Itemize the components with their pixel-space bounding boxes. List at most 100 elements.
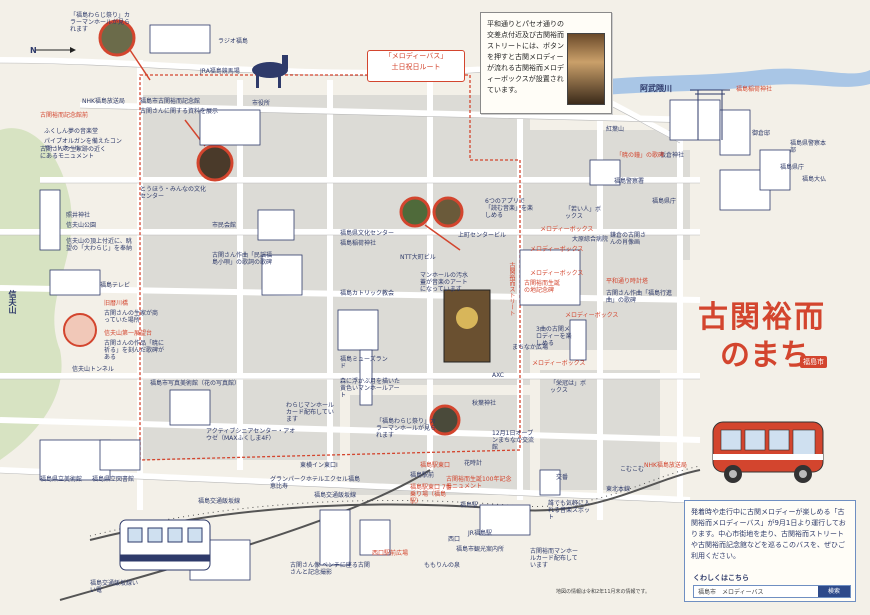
- melody-box-intro-photo: [567, 33, 605, 105]
- label-akiba: 秋葉神社: [472, 400, 497, 407]
- label-shinobu-park: 信夫山公園: [66, 222, 97, 229]
- label-shinobu-note: 信夫山の頂上付近に、眺望の「大わらじ」を奉納: [66, 238, 133, 252]
- label-tunnel: 信夫山トンネル: [72, 366, 114, 373]
- label-axc: AXC: [492, 372, 504, 379]
- label-ekimae: 福島駅前: [410, 472, 435, 479]
- label-nhk: NHK福島放送局: [82, 98, 125, 105]
- label-shiminkaikan: 市民会館: [212, 222, 237, 229]
- building-sketches: [39, 24, 791, 581]
- label-old-tower: 旧暦川橋: [104, 300, 129, 307]
- label-info8: 「福島わらじ祭り」カラーマンホールが見られます: [376, 418, 437, 439]
- label-fukushima-tv: 福島テレビ: [100, 282, 131, 289]
- label-old-tower-note: 古関さんの生家が商っていた場所: [104, 310, 159, 324]
- label-fukushima-concert: ふくしん夢の音楽堂: [44, 128, 99, 135]
- label-kotsu: 福島交通飯坂線: [314, 492, 357, 499]
- label-kosekistreet: 古関裕而ストリート: [508, 262, 515, 316]
- label-info7: 古関さんの生家跡の近くにあるモニュメント: [40, 146, 107, 160]
- label-momorin: ももりんの泉: [424, 562, 461, 569]
- railway: [59, 469, 701, 601]
- label-tower-center: 上町センタービル: [458, 232, 507, 239]
- melody-bus-panel: 発着時や走行中に古関メロディーが楽しめる「古関裕而メロディーバス」が9月1日より…: [684, 500, 856, 602]
- label-station: 福島駅: [460, 502, 479, 509]
- label-karaoke: 福島ミューズランド: [340, 356, 388, 370]
- horse-icon: [252, 55, 288, 88]
- panel-more-link[interactable]: くわしくはこちら: [693, 574, 749, 582]
- label-melody-box-2: メロディーボックス: [565, 312, 619, 319]
- compass-letter: N: [30, 46, 37, 55]
- label-melody-box-3: メロディーボックス: [532, 360, 586, 367]
- label-jr: JR福島駅: [468, 530, 492, 537]
- label-chuo-koen: まちなか広場: [512, 344, 549, 351]
- label-max: アクティブシニアセンター・アオウゼ（MAXふくしま4F）: [206, 428, 296, 442]
- label-police: 福島警察署: [614, 178, 645, 185]
- route-tag-line1: 「メロディーバス」: [384, 52, 448, 60]
- label-kotsu-station: 福島交通飯坂線: [198, 498, 241, 505]
- label-photo-museum: 福島市写真美術館（花の写真館）: [150, 380, 241, 387]
- label-concert-note: パイプオルガンを備えたコンサートホール: [44, 138, 122, 152]
- search-button[interactable]: 検索: [818, 586, 850, 597]
- label-horse-track: JRA福島競馬場: [200, 68, 240, 75]
- label-ntt: NTT大町ビル: [400, 254, 436, 261]
- label-info13: 古関裕而マンホールカード配布しています: [530, 548, 579, 569]
- label-info2: 3曲の古関メロディーを楽しめる: [536, 326, 572, 347]
- shrine-icon: [690, 89, 730, 140]
- label-art-museum: 福島県立美術館: [40, 476, 83, 483]
- label-melody-box-1: メロディーボックス: [540, 226, 594, 233]
- intro-box: 平和通りとパセオ通りの交差点付近及び古関裕而ストリートには、ボタンを押すと古関メ…: [480, 12, 612, 114]
- label-melody-box-5: メロディーボックス: [530, 270, 584, 277]
- label-shinobu-yama: 信夫山: [8, 290, 17, 314]
- label-ken: 福島県庁: [780, 164, 805, 171]
- label-kaiji: 花時計: [464, 460, 483, 467]
- logo-line2: のまち: [720, 338, 810, 373]
- search-box[interactable]: 福島市 メロディーバス 検索: [693, 585, 851, 598]
- label-nanmei: 12月1日オープンまちなか交流館: [492, 430, 535, 451]
- label-info6: 「栄冠は」ボックス: [550, 380, 587, 394]
- label-info9: 森に浮かぶ月を描いた黄色いマンホールアート: [340, 378, 401, 399]
- label-tomin: 福島大仏: [802, 176, 827, 183]
- label-hamawari: 阿武隈川: [640, 84, 672, 93]
- label-station-west: 西口: [448, 536, 461, 543]
- label-kouban: 交番: [556, 474, 569, 481]
- label-waraji-card: わらじマンホールカード配布しています: [286, 402, 335, 423]
- label-info5: 「若い人」ボックス: [565, 206, 602, 220]
- label-kami-cho: 大原綜合病院: [572, 236, 609, 243]
- label-radio-station: ラジオ福島: [218, 38, 248, 45]
- label-grandpalace: グランパークホテルエクセル福島恵比寿: [270, 476, 361, 490]
- logo-city-badge: 福島市: [800, 356, 827, 368]
- label-info10: 福島駅東口 7番乗り場（福島駅）: [410, 484, 452, 505]
- label-fukushima-inari: 福島稲荷神社: [736, 86, 773, 93]
- label-shiyakusho: 市役所: [252, 100, 271, 107]
- label-toyoko: 東横イン東口I: [300, 462, 338, 469]
- label-info4: 古関裕而生誕の地記念碑: [524, 280, 561, 294]
- label-info11: 誰でも気軽に入れる音楽スポット: [548, 500, 591, 521]
- label-shinsen: 「暁の鐘」の歌碑: [616, 152, 665, 159]
- label-info12: 古関さん像 ベンチに座る古関さんと記念撮影: [290, 562, 370, 576]
- label-nadeshiko: 平和通り時計塔: [606, 278, 649, 285]
- label-tonai: 紅葉山: [606, 126, 625, 133]
- route-tag-line2: 土日祝日ルート: [391, 63, 441, 71]
- label-sancho: 御倉邸: [752, 130, 771, 137]
- label-iizaka: 福島交通飯坂線いい電: [90, 580, 139, 594]
- label-kanko: 福島市観光案内所: [456, 546, 505, 553]
- search-query[interactable]: 福島市 メロディーバス: [698, 589, 764, 596]
- intro-text: 平和通りとパセオ通りの交差点付近及び古関裕而ストリートには、ボタンを押すと古関メ…: [487, 20, 564, 94]
- label-library: 福島県立図書館: [92, 476, 135, 483]
- label-uzai-jinja: 福島稲荷神社: [340, 240, 377, 247]
- panel-body: 発着時や走行中に古関メロディーが楽しめる「古関裕而メロディーバス」が9月1日より…: [691, 508, 846, 560]
- label-station-east: 福島駅東口: [420, 462, 451, 469]
- label-shinobu-first-note: 古関さんの作品「暁に祈る」を刻んだ歌碑がある: [104, 340, 165, 361]
- railway-ties: [89, 465, 701, 537]
- label-koseki-monument: 古関裕而記念館前: [40, 112, 89, 119]
- label-info3: 鎌倉の古関さんの肖像画: [610, 232, 647, 246]
- label-shinobu-first: 信夫山第一展望台: [104, 330, 153, 337]
- label-sancho2: 福島県警察本部: [790, 140, 827, 154]
- compass-icon: [35, 47, 76, 53]
- train-icon: [119, 519, 211, 571]
- melody-bus-icon: [712, 421, 824, 483]
- label-koseki-museum: 福島市古関裕而記念館: [140, 98, 201, 105]
- footnote: 地図の情報は令和2年11月末の情報です。: [556, 589, 651, 595]
- logo-line1: 古関裕而: [698, 300, 826, 335]
- label-touden: 東北本線: [606, 486, 631, 493]
- label-melody-pole-1: 「福島わらじ祭り」カラーマンホールが見られます: [70, 12, 131, 33]
